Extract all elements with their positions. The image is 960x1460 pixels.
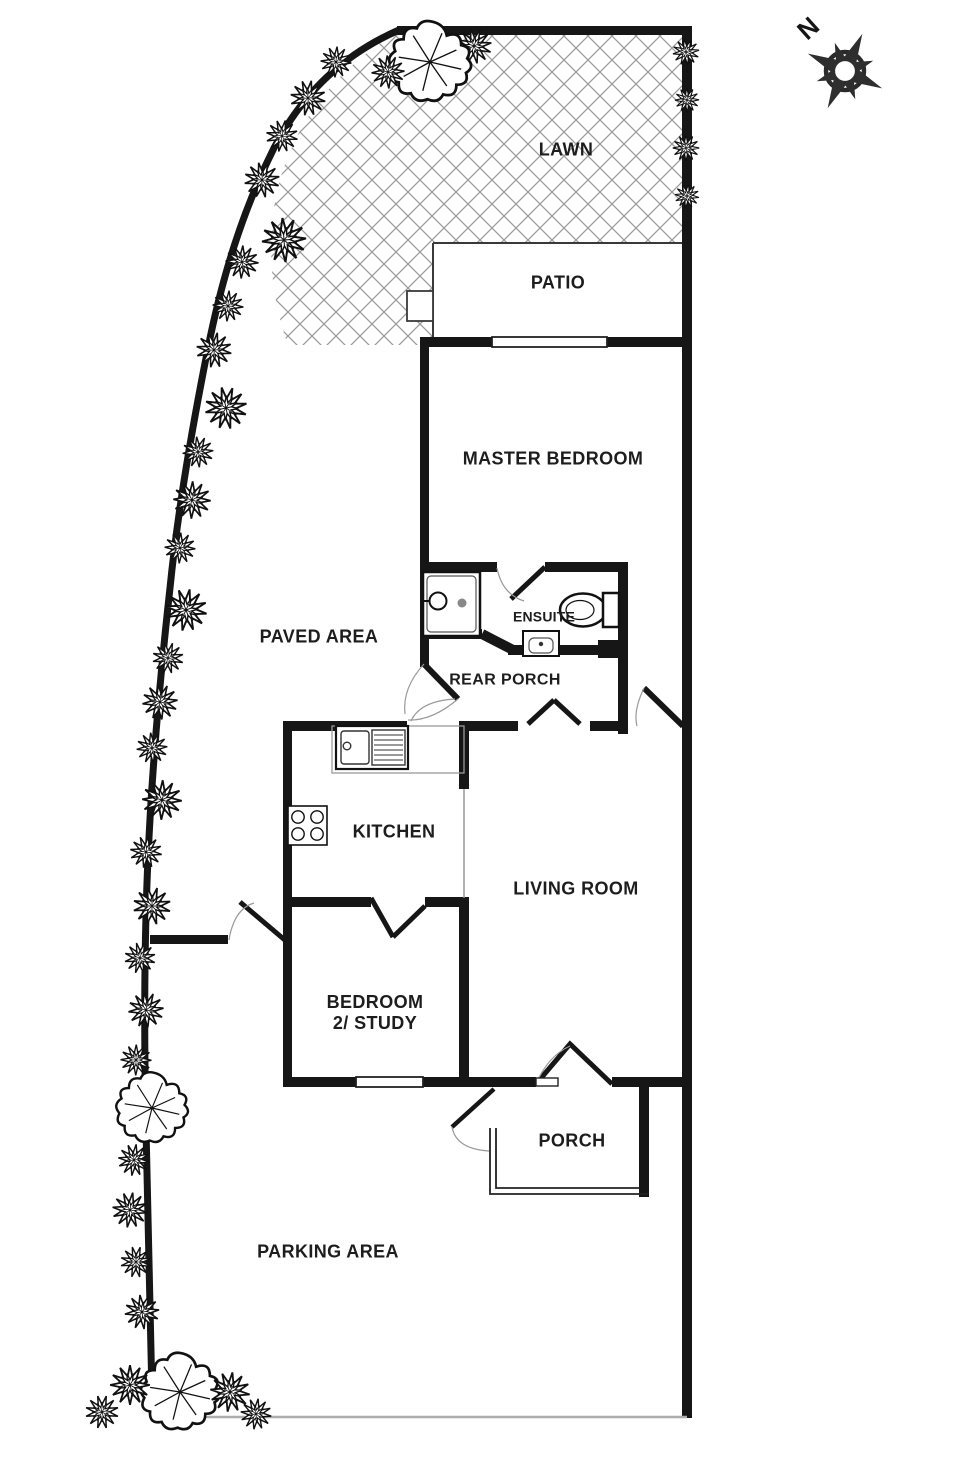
room-label-parking-area: PARKING AREA: [257, 1241, 399, 1262]
patio-area: [406, 242, 688, 345]
kitchen-sink-icon: [334, 724, 410, 771]
hob-icon: [287, 805, 328, 846]
wall-ensuite-east: [618, 562, 628, 734]
wall-porch-east: [639, 1077, 649, 1197]
wall-kitchen-bottom-right: [425, 897, 469, 907]
porch-outline: [489, 1128, 648, 1195]
compass-rose-icon: [807, 33, 883, 109]
windows: [355, 336, 608, 1088]
bush-icon: [81, 1391, 123, 1433]
porch-double-door: [534, 1040, 614, 1086]
bedroom2-label-line1: BEDROOM: [326, 992, 424, 1012]
room-label-paved-area: PAVED AREA: [259, 626, 379, 647]
porch-west-door-arc: [451, 1126, 490, 1152]
livingroom-ne-door-arc: [635, 687, 645, 727]
wall-ensuite-diagonal: [479, 629, 516, 655]
wall-ensuite-bottom-right: [508, 645, 618, 655]
room-label-rear-porch: REAR PORCH: [449, 671, 561, 689]
bush-icon: [120, 938, 160, 978]
bedroom2-label-line2: 2/ STUDY: [332, 1013, 418, 1033]
gate-leaf: [238, 900, 288, 943]
kitchen-door-arc: [410, 698, 456, 722]
room-label-patio: PATIO: [530, 272, 586, 293]
shower-icon: [421, 570, 482, 638]
wall-livingroom-bottom-left: [459, 1077, 536, 1087]
room-label-lawn: LAWN: [538, 139, 594, 160]
fixtures: [287, 570, 621, 898]
master-bedroom-window: [491, 336, 608, 348]
room-label-ensuite: ENSUITE: [512, 608, 576, 625]
bush-icon: [134, 772, 190, 828]
room-label-kitchen: KITCHEN: [352, 821, 436, 842]
rear-porch-door-arc2: [404, 663, 425, 715]
wall-livingroom-top-right: [590, 721, 628, 731]
bedroom2-window: [355, 1076, 424, 1088]
master-door-leaf: [509, 565, 547, 601]
room-label-porch: PORCH: [538, 1130, 606, 1151]
wall-kitchen-bottom-left: [283, 897, 371, 907]
room-label-living-room: LIVING ROOM: [513, 878, 639, 899]
bush-icon: [200, 382, 252, 434]
toilet-icon: [558, 591, 621, 629]
lawn-area: [271, 31, 682, 345]
bedroom2-door: [368, 896, 427, 939]
wall-bedroom2-west: [283, 897, 292, 1087]
wall-master-bottom-right: [545, 562, 628, 572]
porch-west-door-leaf: [450, 1087, 496, 1129]
bush-icon: [157, 525, 203, 571]
livingroom-sidelight: [535, 1077, 559, 1087]
bush-icon: [122, 1292, 162, 1332]
wall-bedroom2-east: [459, 897, 469, 1087]
wash-basin-icon: [522, 630, 560, 657]
tree-icon: [115, 1070, 190, 1144]
wall-bedroom2-bottom-left: [283, 1077, 356, 1087]
side-fence: [150, 935, 228, 944]
bush-icon: [165, 473, 219, 527]
wall-patio-master-left: [420, 337, 492, 347]
room-label-bedroom2-study: BEDROOM 2/ STUDY: [327, 992, 424, 1034]
wall-patio-master-right: [607, 337, 692, 347]
livingroom-ne-door-leaf: [641, 685, 686, 729]
wall-master-bottom-left: [420, 562, 497, 572]
wall-west-wing: [420, 337, 429, 667]
master-door-arc: [496, 567, 525, 602]
rear-porch-door-leaf: [421, 661, 461, 702]
rear-porch-door-arc: [407, 698, 459, 721]
wall-bedroom2-bottom-right: [423, 1077, 469, 1087]
wall-livingroom-bottom-right: [612, 1077, 692, 1087]
room-label-master-bedroom: MASTER BEDROOM: [462, 448, 644, 469]
bush-icon: [148, 638, 188, 678]
livingroom-rearporch-door: [526, 698, 582, 726]
bush-icon: [124, 878, 180, 934]
wall-livingroom-top-left: [459, 721, 518, 731]
gate-swing-arc: [228, 902, 255, 941]
